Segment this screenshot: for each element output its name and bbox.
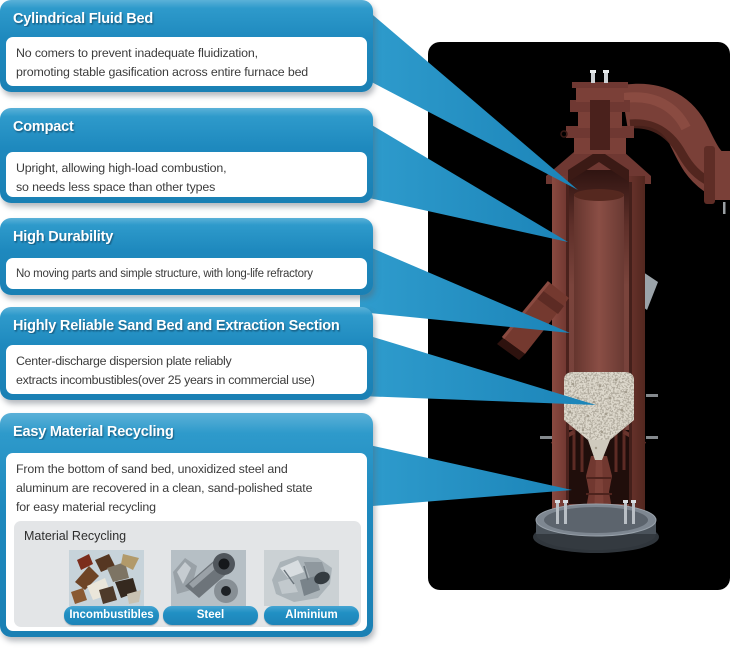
callout-body: Upright, allowing high-load combustion, … xyxy=(6,152,367,197)
callout-description: No comers to prevent inadequate fluidiza… xyxy=(16,46,309,79)
callout-body: Center-discharge dispersion plate reliab… xyxy=(6,345,367,394)
callout-title: Cylindrical Fluid Bed xyxy=(13,11,154,27)
callout-description: From the bottom of sand bed, unoxidized … xyxy=(16,462,313,514)
callout-reliable-sand-bed: Highly Reliable Sand Bed and Extraction … xyxy=(0,307,373,400)
steel-scrap-photo xyxy=(171,550,246,606)
exhaust-duct xyxy=(620,83,730,214)
material-recycling-label: Material Recycling xyxy=(24,529,127,543)
callout-cylindrical-fluid-bed: Cylindrical Fluid Bed No comers to preve… xyxy=(0,0,373,92)
callout-description: Upright, allowing high-load combustion, … xyxy=(16,161,227,194)
callout-easy-material-recycling: Easy Material Recycling From the bottom … xyxy=(0,413,373,637)
callout-title: Easy Material Recycling xyxy=(13,424,174,440)
callout-body: No comers to prevent inadequate fluidiza… xyxy=(6,37,367,86)
callout-title: Compact xyxy=(13,119,74,135)
incombustibles-photo xyxy=(69,550,144,606)
furnace-head xyxy=(560,70,634,154)
base-plate xyxy=(533,500,659,553)
callout-compact: Compact Upright, allowing high-load comb… xyxy=(0,108,373,203)
steel-badge: Steel xyxy=(163,606,258,625)
callout-title: High Durability xyxy=(13,229,114,245)
furnace-panel xyxy=(428,42,730,590)
aluminium-scrap-photo xyxy=(264,550,339,606)
callout-body: From the bottom of sand bed, unoxidized … xyxy=(6,453,367,631)
material-recycling-box: Material Recycling xyxy=(14,521,361,627)
callout-description: Center-discharge dispersion plate reliab… xyxy=(16,354,315,387)
furnace-cutaway-image xyxy=(497,70,730,553)
callout-title: Highly Reliable Sand Bed and Extraction … xyxy=(13,318,340,334)
callout-high-durability: High Durability No moving parts and simp… xyxy=(0,218,373,295)
incombustibles-badge: Incombustibles xyxy=(64,606,159,625)
callout-description: No moving parts and simple structure, wi… xyxy=(16,268,313,280)
callout-body: No moving parts and simple structure, wi… xyxy=(6,258,367,289)
aluminium-badge: Alminium xyxy=(264,606,359,625)
